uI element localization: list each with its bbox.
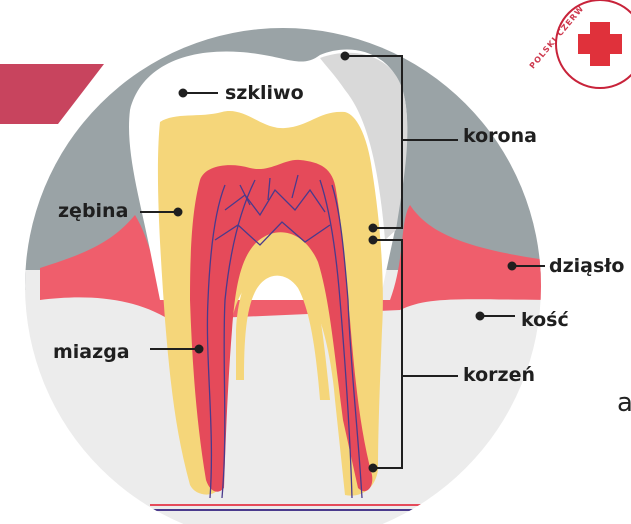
label-dziaslo: dziąsło: [549, 257, 624, 276]
label-korzen: korzeń: [463, 366, 535, 385]
label-miazga: miazga: [53, 343, 130, 362]
label-korona: korona: [463, 127, 537, 146]
label-kosc: kość: [521, 311, 569, 330]
label-szkliwo: szkliwo: [225, 84, 304, 103]
label-zebina: zębina: [58, 202, 128, 221]
banner: [0, 64, 104, 124]
cropped-text-glyph: a: [617, 388, 631, 418]
